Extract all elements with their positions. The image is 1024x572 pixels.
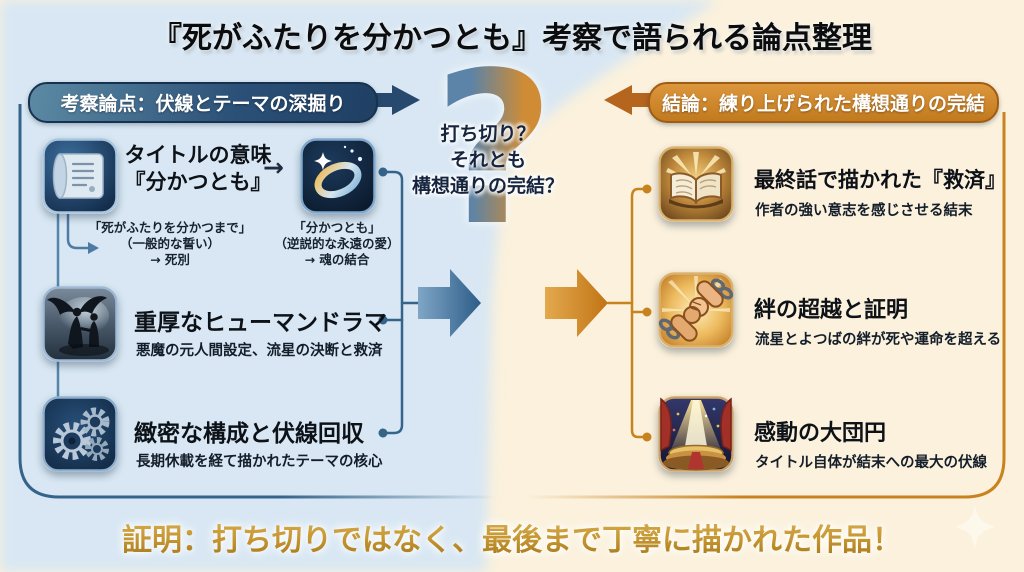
left-item1-note-after: 「分かつとも」 （逆説的な永遠の愛） → 魂の結合 [257, 220, 417, 268]
left-item1-note-before: 「死がふたりを分かつまで」 （一般的な誓い） → 死別 [74, 220, 266, 268]
question-line: 打ち切り？ [440, 123, 536, 145]
glowing-book-icon [658, 146, 734, 222]
center-question-text: 打ち切り？ それとも 構想通りの完結？ [378, 121, 598, 199]
note-line: （逆説的な永遠の愛） [274, 236, 400, 251]
note-line: → 死別 [150, 252, 190, 267]
right-item2-heading: 絆の超越と証明 [754, 298, 909, 323]
connector-dot [378, 428, 388, 438]
left-item1-heading: タイトルの意味 『分かつとも』 [118, 142, 278, 196]
question-line: それとも [449, 149, 526, 171]
note-line: 「分かつとも」 [293, 220, 381, 235]
note-line: 「死がふたりを分かつまで」 [88, 220, 252, 235]
connector-dot [642, 184, 652, 194]
question-line: 構想通りの完結？ [411, 175, 564, 197]
left-item2-sub: 悪魔の元人間設定、流星の決断と救済 [136, 343, 383, 359]
left-item3-sub: 長期休載を経て描かれたテーマの核心 [136, 454, 383, 470]
left-section-banner: 考察論点：伏線とテーマの深掘り [28, 82, 378, 123]
right-item1-sub: 作者の強い意志を感じさせる結末 [755, 203, 973, 219]
right-item1-heading: 最終話で描かれた『救済』 [754, 168, 1006, 192]
right-section-banner: 結論：練り上げられた構想通りの完結 [648, 82, 999, 123]
note-line: （一般的な誓い） [119, 236, 220, 251]
left-item1-heading-line1: タイトルの意味 [124, 143, 272, 167]
gears-icon [42, 396, 118, 472]
right-item3-sub: タイトル自体が結末への最大の伏線 [755, 455, 987, 471]
flow-arrow-orange [545, 269, 608, 337]
bond-hands-icon [658, 272, 734, 348]
page-title: 『死がふたりを分かつとも』考察で語られる論点整理 [152, 21, 872, 56]
flow-arrow-blue [418, 269, 481, 337]
note-line: → 魂の結合 [304, 252, 370, 267]
angel-couple-icon [42, 286, 118, 362]
left-item1-heading-line2: 『分かつとも』 [124, 170, 272, 194]
connector-dot [642, 432, 652, 442]
left-item2-heading: 重厚なヒューマンドラマ [134, 310, 387, 336]
connector-dot [642, 307, 652, 317]
compare-arrow-icon: → [263, 153, 284, 182]
left-item3-heading: 緻密な構成と伏線回収 [134, 421, 364, 447]
right-item2-sub: 流星とよつばの絆が死や運命を超える [755, 332, 1002, 348]
stage-spotlight-icon [658, 396, 734, 472]
blue-merge-connector [381, 170, 420, 435]
right-item3-heading: 感動の大団円 [754, 421, 887, 446]
conclusion-banner: 証明：打ち切りではなく、最後まで丁寧に描かれた作品！ [0, 515, 1024, 559]
orange-split-connector [606, 187, 646, 439]
ring-icon [300, 138, 376, 214]
scroll-icon [42, 138, 118, 214]
